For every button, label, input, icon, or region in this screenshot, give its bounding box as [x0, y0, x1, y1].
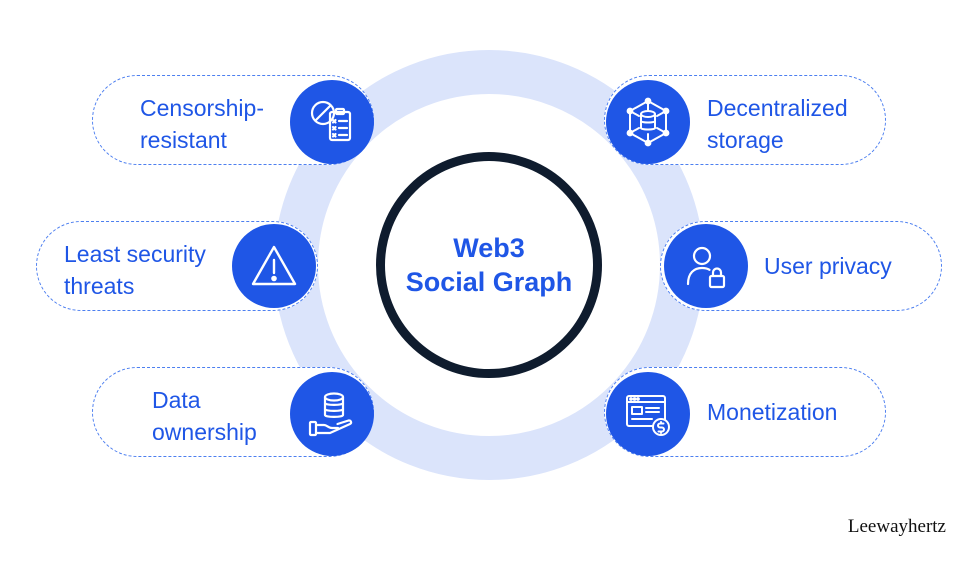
monetization-label: Monetization: [707, 396, 837, 428]
database-network-icon: [606, 80, 690, 164]
censorship-line2: resistant: [140, 127, 227, 153]
brand-logo-text: Leewayhertz: [847, 516, 946, 537]
data-ownership-label: Data ownership: [152, 384, 257, 448]
monetization-line1: Monetization: [707, 399, 838, 425]
censorship-resistant-label: Censorship- resistant: [140, 92, 264, 156]
user-privacy-label: User privacy: [764, 250, 892, 282]
least-security-threats-label: Least security threats: [64, 238, 206, 302]
security-line1: Least security: [64, 241, 206, 267]
warning-triangle-icon: [232, 224, 316, 308]
center-title-line1: Web3: [453, 233, 525, 263]
decentralized-storage-label: Decentralized storage: [707, 92, 848, 156]
ownership-line1: Data: [152, 387, 201, 413]
privacy-line1: User privacy: [764, 253, 892, 279]
center-core-circle: Web3 Social Graph: [376, 152, 602, 378]
hand-database-icon: [290, 372, 374, 456]
storage-line2: storage: [707, 127, 784, 153]
user-lock-icon: [664, 224, 748, 308]
censorship-line1: Censorship-: [140, 95, 264, 121]
browser-dollar-icon: [606, 372, 690, 456]
censorship-checklist-icon: [290, 80, 374, 164]
storage-line1: Decentralized: [707, 95, 848, 121]
center-title-line2: Social Graph: [405, 267, 573, 297]
security-line2: threats: [64, 273, 135, 299]
ownership-line2: ownership: [152, 419, 257, 445]
